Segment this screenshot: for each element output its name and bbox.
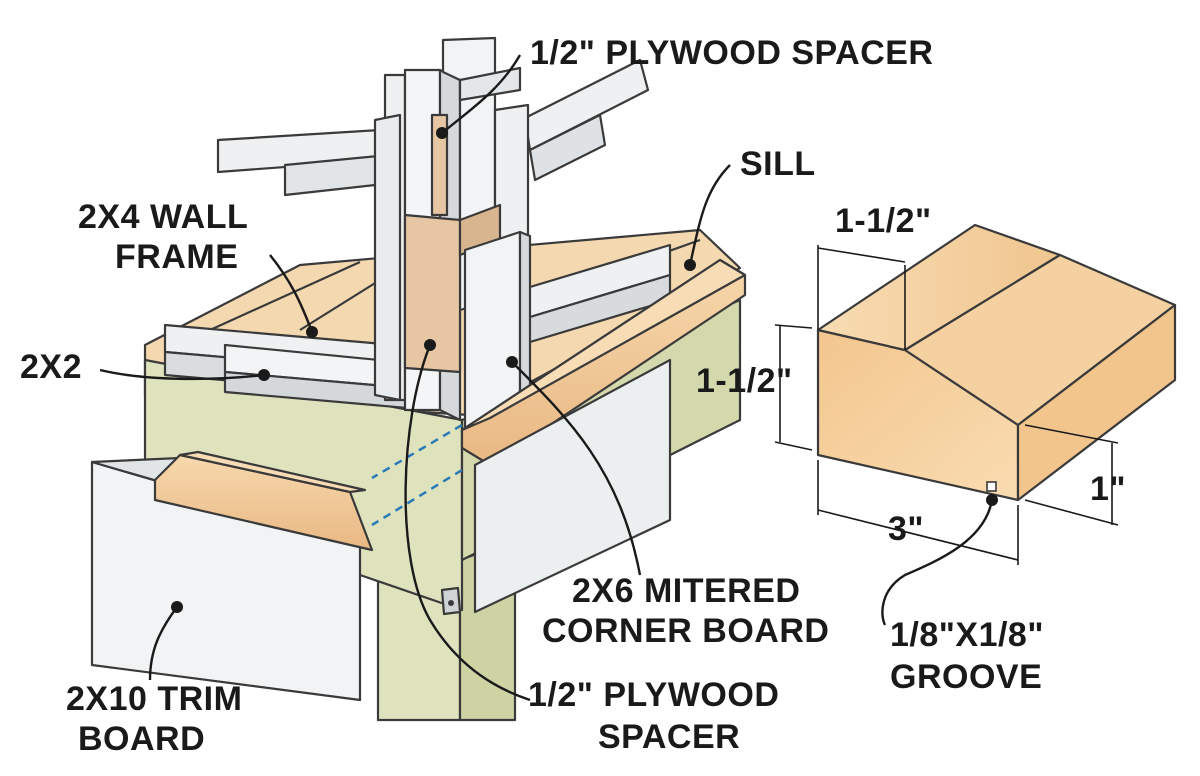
- label-plywood-spacer-bottom-line2: SPACER: [598, 718, 740, 756]
- hidden-corner-dashed: [371, 423, 463, 527]
- dimension-lines: [774, 245, 1119, 565]
- label-two-by-two: 2X2: [20, 348, 82, 386]
- label-sill: SILL: [740, 145, 816, 183]
- groove-notch: [986, 481, 997, 492]
- label-groove-line1: 1/8"X1/8": [890, 616, 1044, 654]
- label-trim-board-line1: 2X10 TRIM: [66, 680, 242, 718]
- plywood-spacer-top: [430, 113, 449, 217]
- sill-detail-block: [774, 223, 1177, 626]
- dim-bottom-width: 3": [888, 510, 924, 548]
- label-wall-frame-line2: FRAME: [115, 238, 238, 276]
- label-trim-board-line2: BOARD: [78, 720, 205, 758]
- plywood-spacer-lower: [403, 203, 502, 374]
- label-wall-frame-line1: 2X4 WALL: [78, 198, 248, 236]
- dim-right-height: 1": [1090, 470, 1126, 508]
- label-groove-line2: GROOVE: [890, 658, 1042, 696]
- dim-top-width: 1-1/2": [835, 202, 932, 240]
- label-plywood-spacer-top: 1/2" PLYWOOD SPACER: [530, 34, 934, 72]
- corner-assembly: [90, 36, 747, 722]
- groove-leader: [881, 499, 994, 626]
- label-plywood-spacer-bottom-line1: 1/2" PLYWOOD: [528, 676, 779, 714]
- trim-board-right: [473, 358, 672, 614]
- leader-lines: [99, 54, 731, 702]
- upper-plates-right: [523, 58, 650, 182]
- sill-cap-left: [153, 450, 374, 552]
- text-labels: 1/2" PLYWOOD SPACER SILL 2X4 WALL FRAME …: [20, 34, 1126, 758]
- label-corner-board-line1: 2X6 MITERED: [572, 572, 800, 610]
- sill: [460, 258, 747, 467]
- label-corner-board-line2: CORNER BOARD: [542, 612, 829, 650]
- wall-frame-plates-right: [518, 243, 672, 347]
- dim-left-height: 1-1/2": [696, 362, 793, 400]
- metal-bracket: [440, 586, 462, 616]
